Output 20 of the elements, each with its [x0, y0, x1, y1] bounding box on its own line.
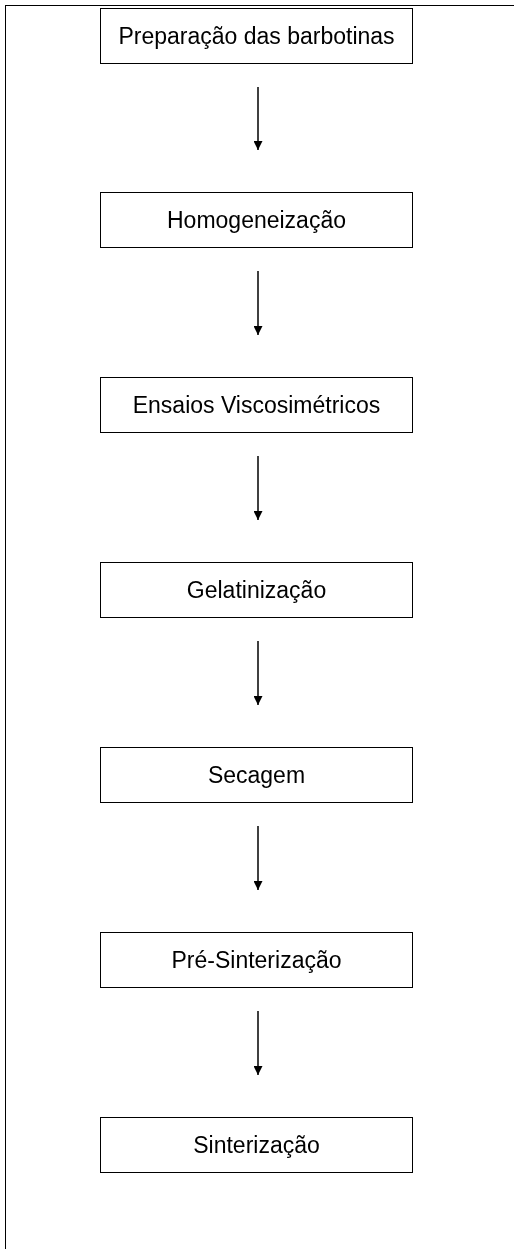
arrow	[253, 455, 263, 521]
arrow	[253, 640, 263, 706]
arrow	[253, 1010, 263, 1076]
process-box	[100, 562, 413, 618]
process-box	[100, 932, 413, 988]
step-label: Pré-Sinterização	[171, 946, 342, 974]
process-box	[100, 747, 413, 803]
arrow	[253, 270, 263, 336]
step-label: Secagem	[207, 761, 306, 789]
arrow	[253, 825, 263, 891]
step-label: Sinterização	[193, 1131, 320, 1159]
process-box	[100, 192, 413, 248]
arrow	[253, 86, 263, 151]
step-label: Gelatinização	[186, 576, 327, 604]
step-label: Ensaios Viscosimétricos	[132, 391, 381, 419]
step-label: Preparação das barbotinas	[118, 22, 395, 50]
process-box	[100, 377, 413, 433]
step-label: Homogeneização	[167, 206, 346, 234]
process-box	[100, 8, 413, 64]
process-box	[100, 1117, 413, 1173]
